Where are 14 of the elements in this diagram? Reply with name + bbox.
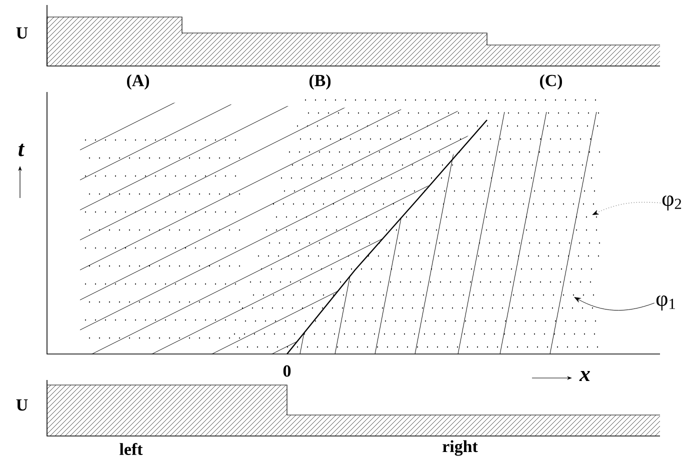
axis-label: right xyxy=(442,440,478,456)
curve-label: φ$_{2}$ xyxy=(662,195,682,210)
axis-label: 0 xyxy=(283,365,291,377)
axis-label: left xyxy=(120,442,143,456)
axis-label: x xyxy=(579,370,590,382)
axis-label: (C) xyxy=(540,74,562,90)
leader-line xyxy=(592,202,661,215)
axis-label: t xyxy=(18,144,25,156)
curve-label: φ$_{1}$ xyxy=(656,295,675,310)
leader-line xyxy=(574,297,655,311)
axis-label: U xyxy=(16,27,28,39)
axis-label: (A) xyxy=(127,74,149,90)
axis-label: U xyxy=(16,399,28,411)
axis-label: (B) xyxy=(309,74,331,90)
